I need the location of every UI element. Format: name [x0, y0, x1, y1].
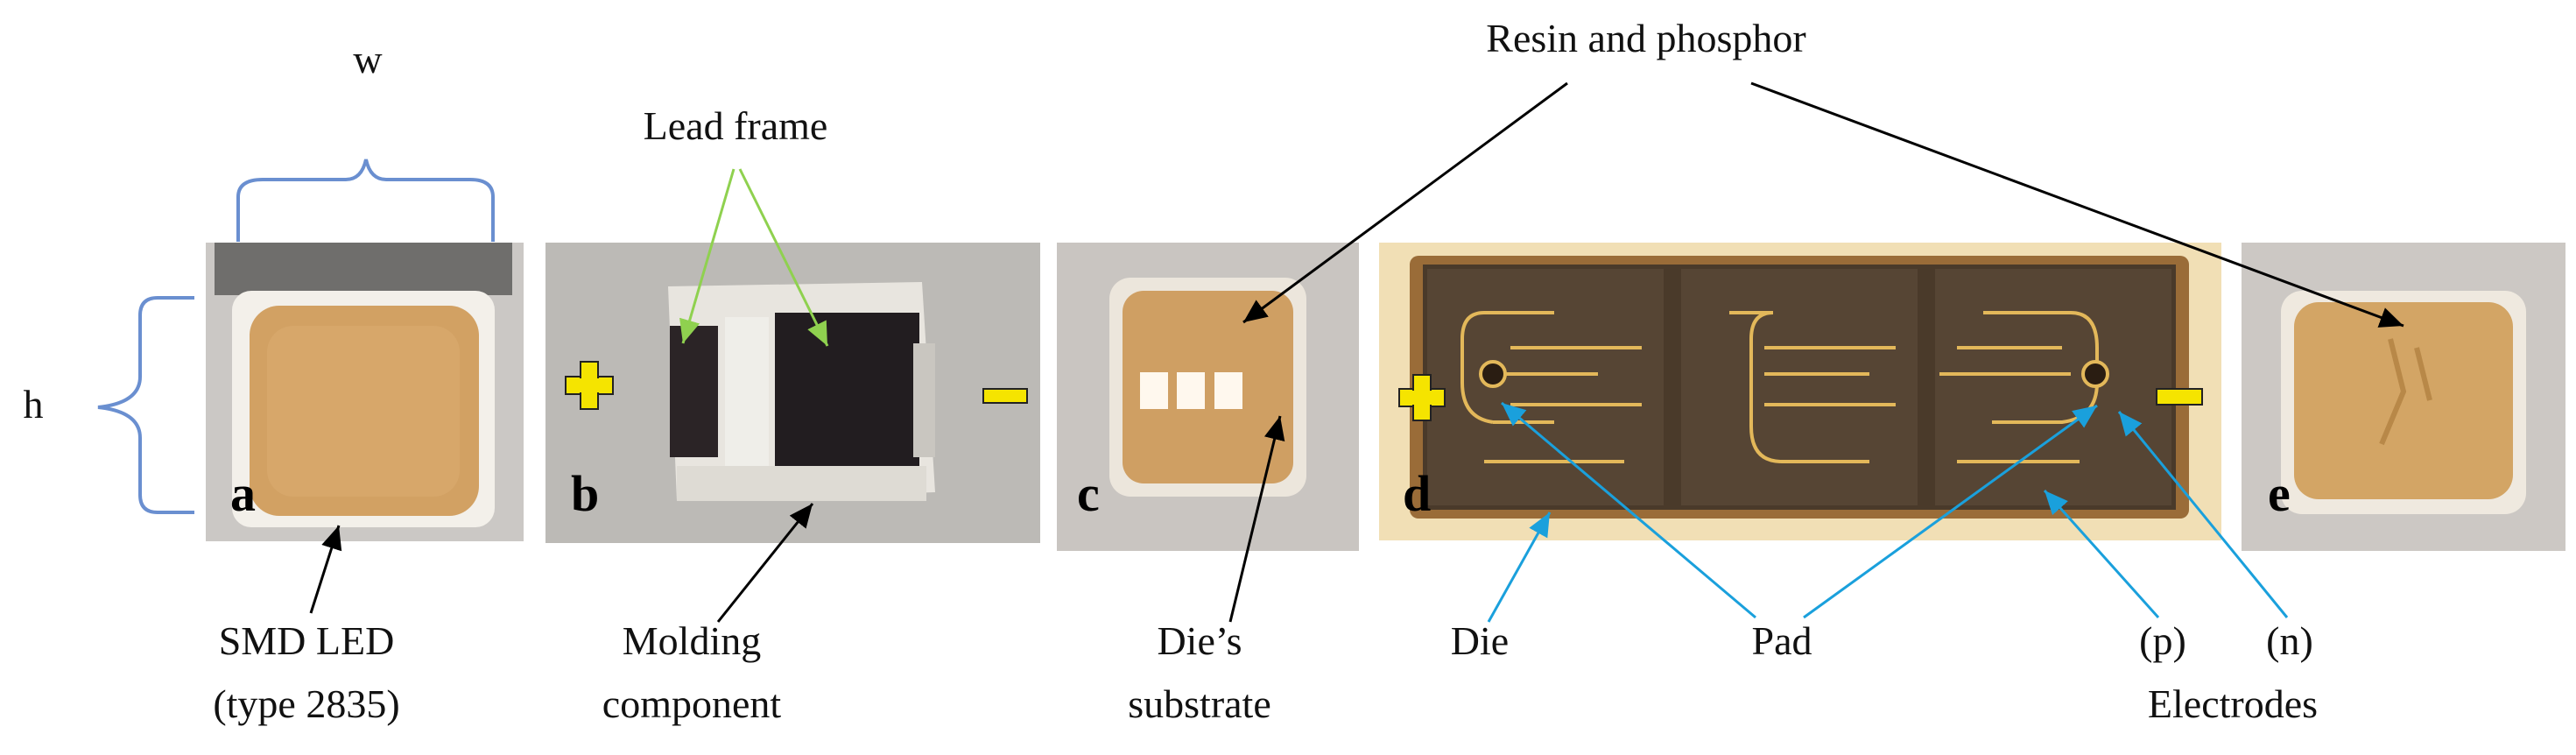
plus-icon-d [1398, 374, 1446, 421]
arrow-smd-led [309, 525, 342, 614]
width-bracket [236, 159, 495, 242]
label-resin-and-phosphor: Resin and phosphor [1486, 16, 1806, 60]
label-die-substrate-line2: substrate [1128, 681, 1271, 726]
label-die: Die [1450, 618, 1510, 663]
panel-letter-d: d [1403, 465, 1432, 522]
label-pad: Pad [1751, 618, 1812, 663]
arrow-n-electrode [2117, 411, 2289, 618]
arrow-lead-frame-right [738, 168, 829, 347]
panel-e-led-photo [2242, 243, 2565, 551]
minus-icon-b [982, 388, 1028, 404]
arrow-p-electrode [2043, 489, 2160, 619]
arrow-pad-left [1501, 401, 1756, 619]
dimension-height-label: h [23, 382, 44, 427]
height-bracket [97, 296, 194, 514]
panel-d-die-photo [1379, 243, 2221, 540]
label-p-electrode: (p) [2139, 618, 2186, 663]
arrow-pad-right [1803, 404, 2098, 619]
panel-a-smd-led-photo [206, 243, 524, 541]
label-die-substrate-line1: Die’s [1157, 618, 1242, 663]
panel-b-molding-photo [545, 243, 1040, 543]
arrow-lead-frame-left [679, 168, 735, 344]
arrow-resin-to-e [1750, 81, 2404, 328]
minus-icon-d [2156, 388, 2203, 406]
label-electrodes: Electrodes [2147, 681, 2319, 726]
label-molding-line1: Molding [622, 618, 762, 663]
label-molding-line2: component [602, 681, 782, 726]
arrow-resin-to-c [1242, 81, 1568, 324]
arrow-molding [716, 503, 814, 623]
panel-c-die-substrate-photo [1057, 243, 1359, 551]
label-smd-led-line2: (type 2835) [213, 681, 400, 726]
dimension-width-label: w [353, 37, 383, 81]
panel-letter-a: a [230, 465, 256, 522]
label-n-electrode: (n) [2266, 618, 2313, 663]
label-smd-led-line1: SMD LED [218, 618, 395, 663]
panel-letter-b: b [571, 465, 600, 522]
arrow-die-substrate [1228, 415, 1285, 623]
panel-letter-c: c [1077, 465, 1100, 522]
plus-icon-b [565, 361, 614, 410]
arrow-die [1487, 512, 1552, 623]
panel-letter-e: e [2268, 465, 2291, 522]
label-lead-frame: Lead frame [643, 103, 828, 148]
